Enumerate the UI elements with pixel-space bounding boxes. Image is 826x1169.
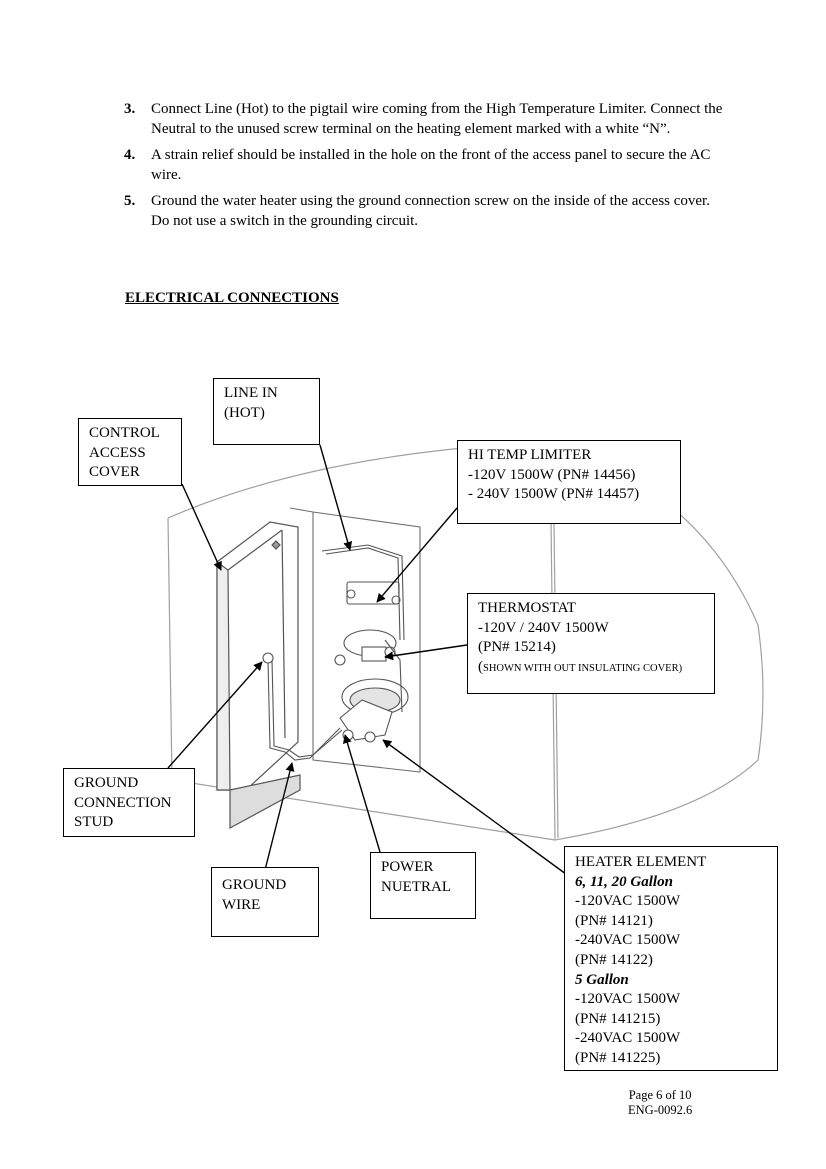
hi-temp-limiter-part bbox=[321, 544, 405, 641]
callout-line: COVER bbox=[89, 464, 140, 481]
step-text: Ground the water heater using the ground… bbox=[151, 193, 710, 229]
step-number: 3. bbox=[124, 101, 136, 117]
callout-line: WIRE bbox=[222, 896, 261, 913]
callout-line: -120VAC 1500W bbox=[575, 893, 681, 910]
callout-line: (PN# 15214) bbox=[478, 639, 556, 656]
document-id: ENG-0092.6 bbox=[628, 1103, 693, 1117]
callout-line: HEATER ELEMENT bbox=[575, 854, 707, 870]
instruction-step: 3. Connect Line (Hot) to the pigtail wir… bbox=[124, 100, 724, 139]
callout-control-access-cover: CONTROL ACCESS COVER bbox=[78, 418, 182, 486]
callout-line: STUD bbox=[74, 814, 114, 831]
page-number: Page 6 of 10 bbox=[628, 1088, 692, 1102]
callout-thermostat: THERMOSTAT -120V / 240V 1500W (PN# 15214… bbox=[467, 593, 715, 694]
callout-heater-element: HEATER ELEMENT 6, 11, 20 Gallon -120VAC … bbox=[564, 846, 778, 1071]
callout-line: -240VAC 1500W bbox=[575, 932, 681, 949]
callout-line: -120V / 240V 1500W bbox=[478, 619, 609, 636]
callout-line: GROUND bbox=[74, 775, 139, 791]
callout-line: THERMOSTAT bbox=[478, 600, 576, 616]
callout-line: (PN# 141225) bbox=[575, 1049, 661, 1066]
callout-line: GROUND bbox=[222, 877, 287, 893]
step-text: A strain relief should be installed in t… bbox=[151, 147, 711, 183]
callout-line-in: LINE IN (HOT) bbox=[213, 378, 320, 445]
callout-line: -240VAC 1500W bbox=[575, 1030, 681, 1047]
callout-line: (PN# 14122) bbox=[575, 951, 653, 968]
callout-line: (PN# 141215) bbox=[575, 1010, 661, 1027]
callout-ground-wire: GROUND WIRE bbox=[211, 867, 319, 937]
instruction-list: 3. Connect Line (Hot) to the pigtail wir… bbox=[124, 100, 724, 238]
callout-line: NUETRAL bbox=[381, 878, 451, 895]
callout-note: (SHOWN WITH OUT INSULATING COVER) bbox=[478, 658, 704, 679]
callout-power-neutral: POWER NUETRAL bbox=[370, 852, 476, 919]
instruction-step: 5. Ground the water heater using the gro… bbox=[124, 192, 724, 231]
callout-subheading: 5 Gallon bbox=[575, 971, 629, 988]
callout-line: POWER bbox=[381, 859, 434, 875]
callout-line: -120VAC 1500W bbox=[575, 991, 681, 1008]
step-text: Connect Line (Hot) to the pigtail wire c… bbox=[151, 101, 723, 137]
section-heading: ELECTRICAL CONNECTIONS bbox=[125, 290, 339, 306]
callout-line: CONTROL bbox=[89, 425, 160, 441]
callout-line: (HOT) bbox=[224, 404, 265, 421]
wiring bbox=[262, 639, 403, 761]
callout-hi-temp-limiter: HI TEMP LIMITER -120V 1500W (PN# 14456) … bbox=[457, 440, 681, 524]
callout-line: LINE IN bbox=[224, 385, 278, 401]
callout-arrows bbox=[167, 444, 571, 878]
step-number: 4. bbox=[124, 147, 136, 163]
page-footer: Page 6 of 10 ENG-0092.6 bbox=[628, 1088, 692, 1118]
callout-line: (PN# 14121) bbox=[575, 912, 653, 929]
access-cover bbox=[216, 521, 301, 830]
callout-line: - 240V 1500W (PN# 14457) bbox=[468, 486, 640, 503]
callout-line: ACCESS bbox=[89, 444, 146, 461]
callout-subheading: 6, 11, 20 Gallon bbox=[575, 873, 673, 890]
step-number: 5. bbox=[124, 193, 136, 209]
instruction-step: 4. A strain relief should be installed i… bbox=[124, 146, 724, 185]
heater-element-part bbox=[339, 678, 409, 743]
callout-line: HI TEMP LIMITER bbox=[468, 447, 592, 463]
callout-ground-connection-stud: GROUND CONNECTION STUD bbox=[63, 768, 195, 837]
callout-line: CONNECTION bbox=[74, 794, 172, 811]
note-text: SHOWN WITH OUT INSULATING COVER) bbox=[483, 662, 683, 674]
note-paren: ( bbox=[478, 658, 483, 675]
callout-line: -120V 1500W (PN# 14456) bbox=[468, 466, 636, 483]
